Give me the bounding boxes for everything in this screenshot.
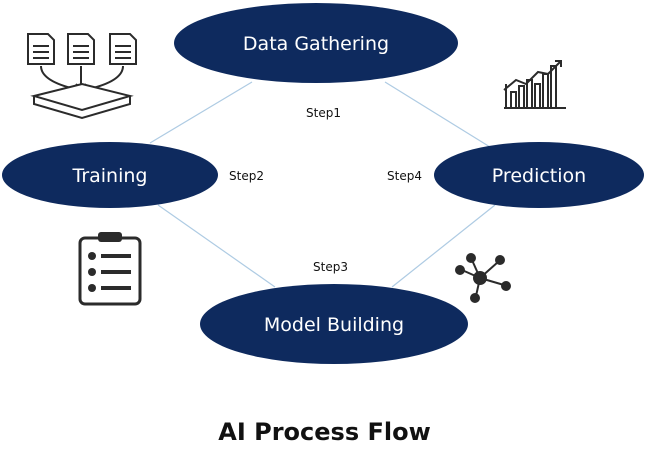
connector-training-to-model (157, 204, 276, 288)
step-label-3: Step3 (313, 260, 348, 274)
step-label-4: Step4 (387, 169, 422, 183)
step-label-2: Step2 (229, 169, 264, 183)
node-label-data-gathering: Data Gathering (243, 33, 389, 55)
node-prediction: Prediction (434, 142, 644, 208)
connectors (149, 81, 496, 288)
node-data-gathering: Data Gathering (174, 3, 458, 83)
connector-data-to-training (149, 81, 253, 144)
rising-bar-chart-icon (503, 60, 566, 109)
documents-into-tray-icon (27, 33, 137, 120)
clipboard-checklist-icon (78, 232, 142, 306)
node-label-training: Training (72, 165, 148, 187)
node-training: Training (2, 142, 218, 208)
node-label-prediction: Prediction (492, 165, 586, 187)
step-label-1: Step1 (306, 106, 341, 120)
node-label-model-building: Model Building (264, 314, 404, 336)
connector-prediction-to-model (391, 204, 496, 288)
diagram-title: AI Process Flow (218, 418, 431, 446)
connector-data-to-prediction (384, 81, 491, 148)
node-model-building: Model Building (200, 284, 468, 364)
network-nodes-icon (455, 253, 511, 303)
